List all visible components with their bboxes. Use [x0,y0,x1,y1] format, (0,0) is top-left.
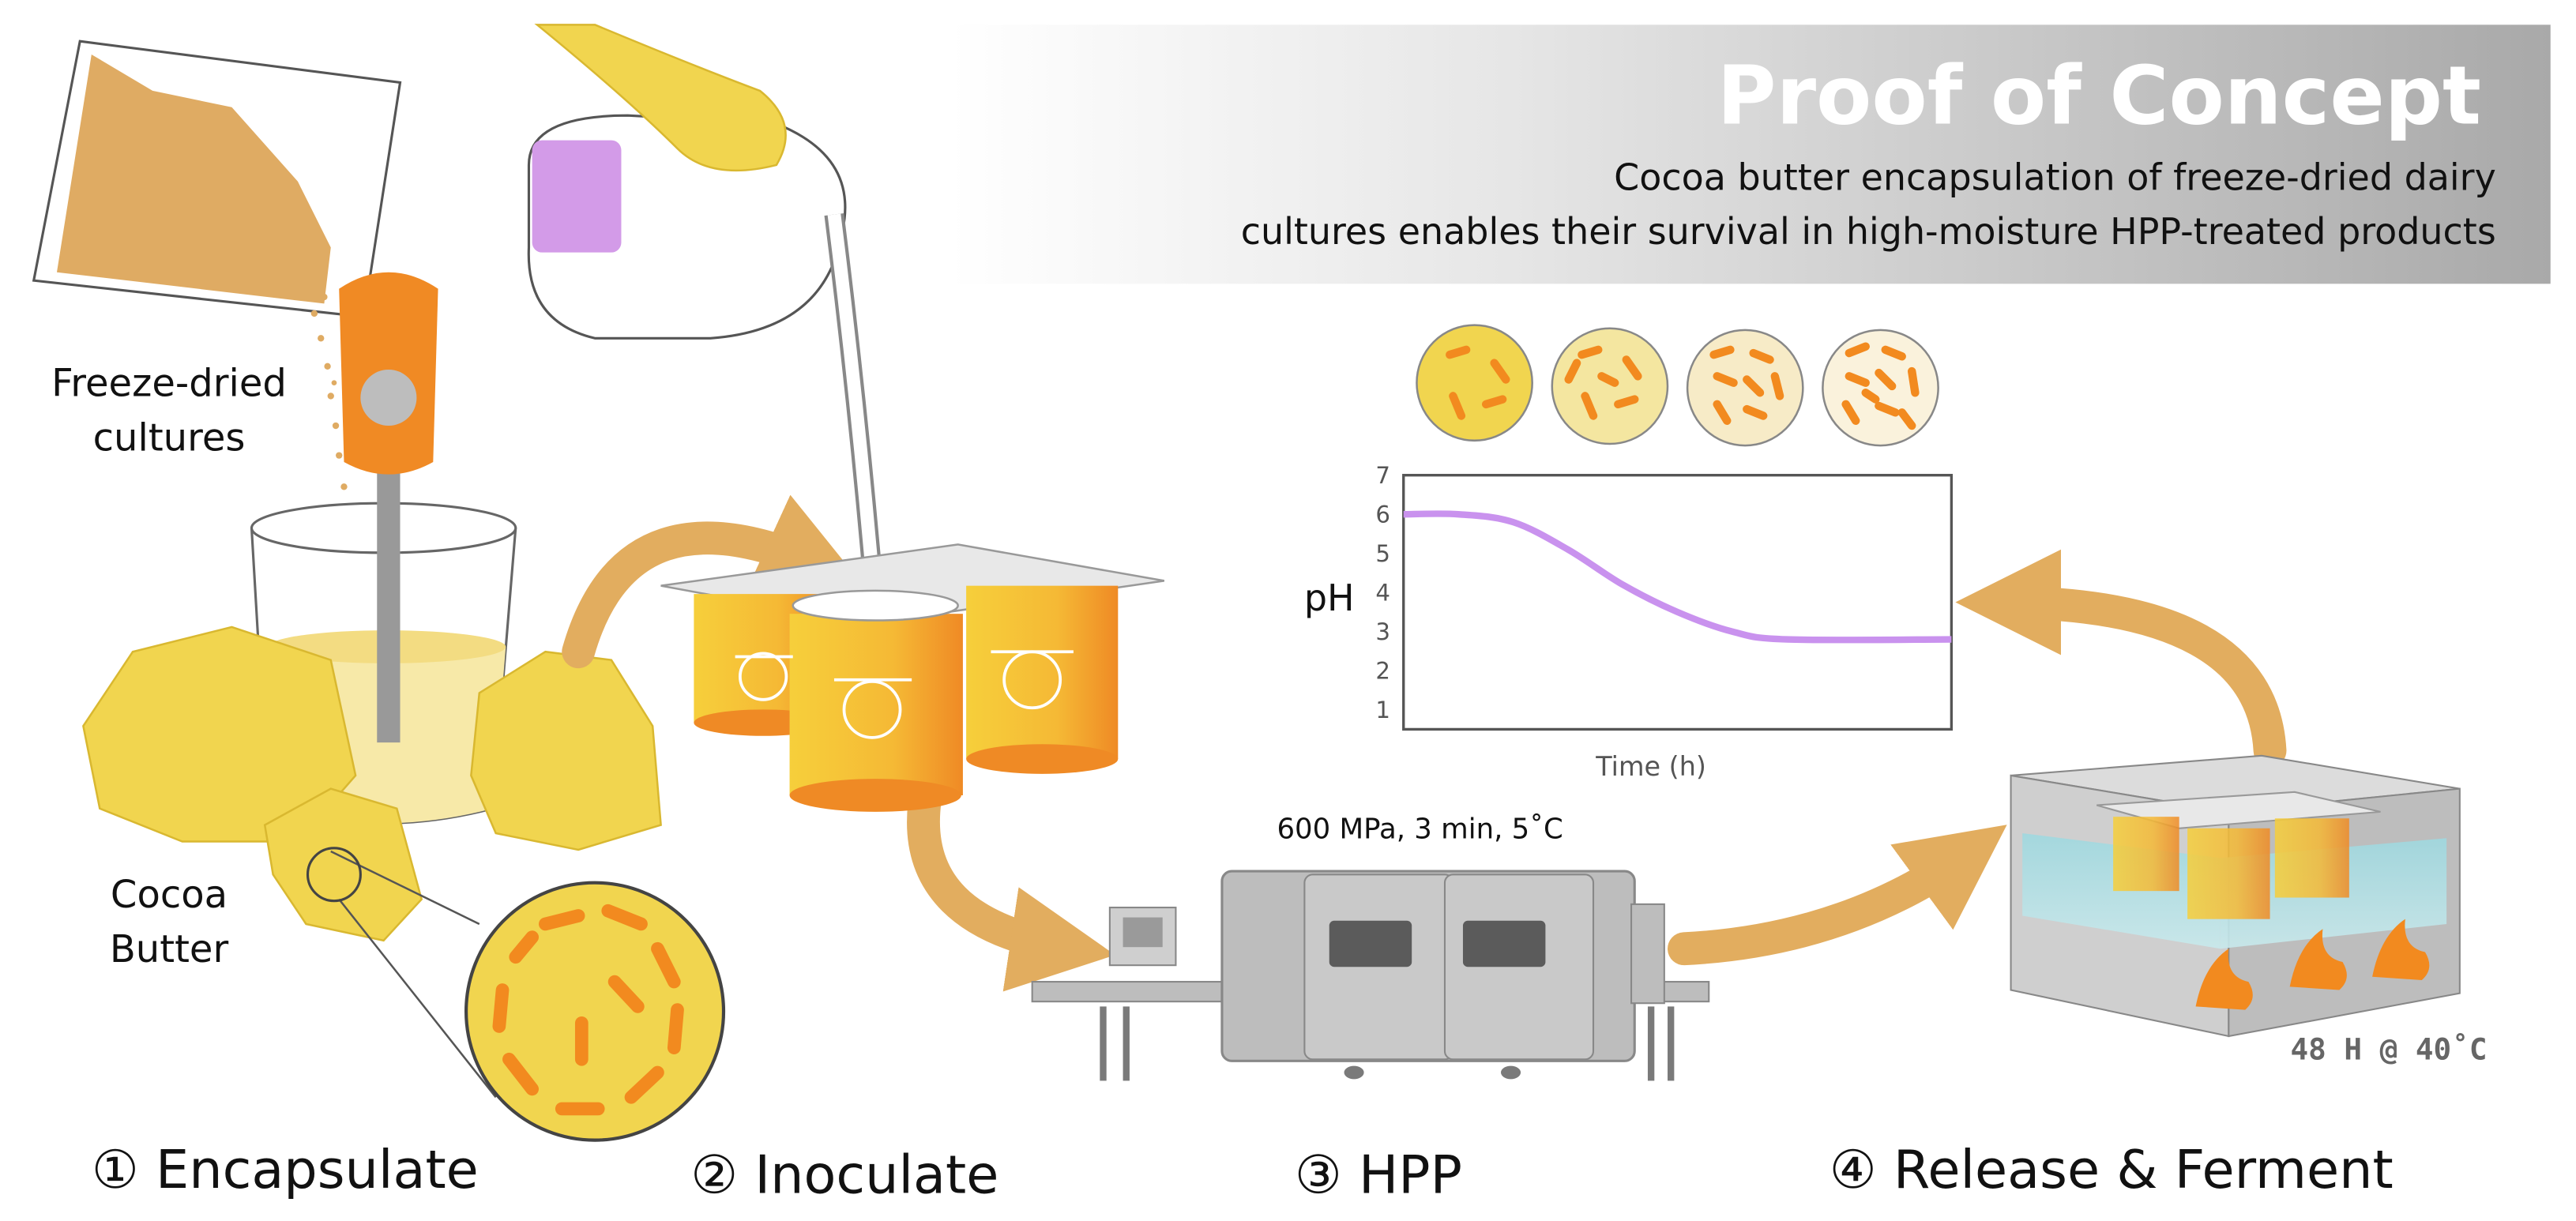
step-labels: ① Encapsulate ② Inoculate ③ HPP ④ Releas… [92,1139,2394,1205]
ph-y-tick-label: 4 [1375,580,1390,607]
hpp-machine-icon: 600 MPa, 3 min, 5˚C [1031,813,1710,1081]
banner-background [950,24,2551,284]
cocoa-butter-label-line1: Cocoa [111,873,228,917]
yogurt-cups-icon [660,543,1165,812]
water-bath-icon: 48 H @ 40˚C [2010,754,2488,1066]
step-inoculate-label: ② Inoculate [690,1144,998,1205]
arrow-inoculate-to-hpp [907,783,1115,992]
ferment-conditions-label: 48 H @ 40˚C [2291,1031,2488,1066]
ph-axis-label: pH [1304,577,1355,619]
ph-y-tick-label: 1 [1375,697,1390,723]
ph-y-tick-label: 3 [1375,618,1390,645]
inoculate-scene [527,24,1165,812]
petri-dish-icon [1686,329,1804,447]
step-encapsulate-label: ① Encapsulate [92,1139,479,1200]
freeze-dried-label-line2: cultures [93,415,246,460]
petri-dish-icon [1416,324,1533,442]
arrow-encapsulate-to-inoculate [562,494,865,669]
magnified-culture-view [306,847,726,1142]
step-release-ferment-label: ④ Release & Ferment [1830,1139,2394,1200]
banner-subtitle-line2: cultures enables their survival in high-… [1241,210,2496,253]
petri-dishes-row [1416,324,1939,447]
banner-subtitle-line1: Cocoa butter encapsulation of freeze-dri… [1614,156,2496,198]
cocoa-butter-chunks-icon [82,626,662,942]
freeze-dried-label-line1: Freeze-dried [51,361,287,405]
ph-y-tick-label: 5 [1375,540,1390,567]
ph-y-tick-label: 7 [1375,462,1390,489]
encapsulate-scene: Freeze-dried cultures Cocoa Butter [32,39,726,1142]
arrow-ferment-to-chart [1955,549,2287,768]
hpp-conditions-label: 600 MPa, 3 min, 5˚C [1277,813,1563,845]
ph-y-tick-label: 2 [1375,658,1390,685]
cocoa-butter-label-line2: Butter [110,927,229,971]
ph-series-line [1403,510,1952,644]
flame-icons [2195,919,2430,1010]
petri-dish-icon [1822,329,1939,447]
ph-y-tick-labels: 1 2 3 4 5 6 7 [1375,462,1390,723]
ph-y-tick-label: 6 [1375,502,1390,528]
ph-chart: 1 2 3 4 5 6 7 pH Time (h) [1304,324,1954,782]
banner: Proof of Concept Cocoa butter encapsulat… [950,24,2551,284]
time-axis-label: Time (h) [1595,751,1706,782]
glove-hand-icon [534,24,787,172]
culture-packet-icon [32,39,402,318]
banner-title: Proof of Concept [1717,50,2481,144]
flow-arrows [562,494,2287,992]
petri-dish-icon [1551,327,1669,445]
arrow-hpp-to-ferment [1668,825,2007,966]
immersion-blender-icon [339,272,438,743]
step-hpp-label: ③ HPP [1295,1144,1462,1205]
